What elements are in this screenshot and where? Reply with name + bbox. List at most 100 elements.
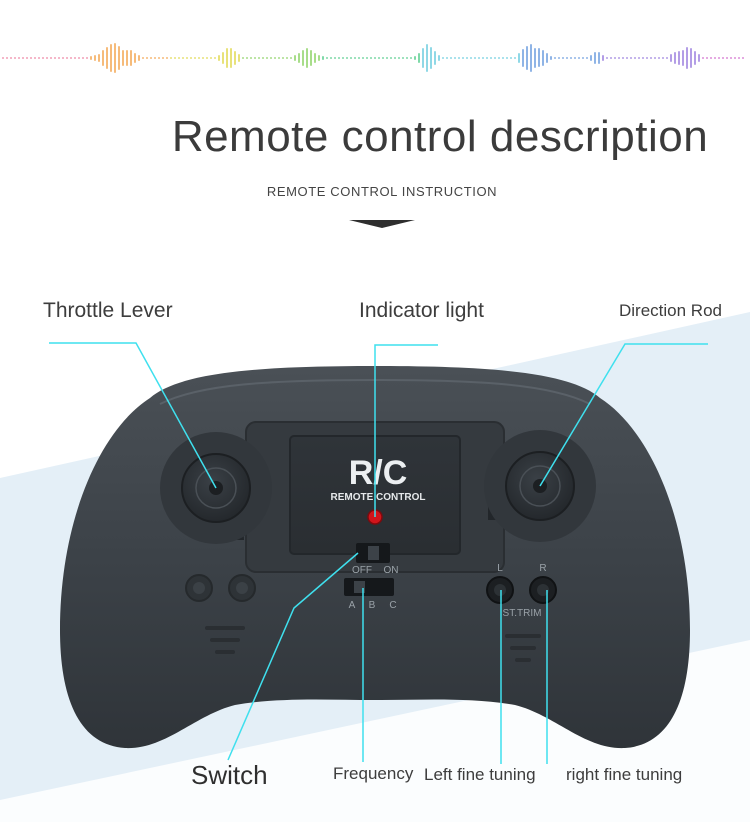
wave-bar xyxy=(474,57,476,59)
wave-bar xyxy=(274,57,276,59)
wave-bar xyxy=(438,55,440,61)
wave-bar xyxy=(310,49,312,67)
wave-bar xyxy=(154,57,156,59)
wave-bar xyxy=(598,52,600,64)
wave-bar xyxy=(134,52,136,64)
wave-bar xyxy=(378,57,380,59)
wave-bar xyxy=(530,44,532,72)
callout-indicator xyxy=(374,344,438,517)
page-title: Remote control description xyxy=(171,112,709,161)
wave-bar xyxy=(630,57,632,59)
left-trim-button-inner xyxy=(494,584,506,596)
wave-bar xyxy=(6,57,8,59)
wave-bar xyxy=(198,57,200,59)
wave-bar xyxy=(146,57,148,59)
wave-bar xyxy=(90,56,92,60)
callout-throttle-label: Throttle Lever xyxy=(43,299,173,322)
wave-bar xyxy=(430,46,432,70)
wave-bar xyxy=(178,57,180,59)
right-grip-line-3 xyxy=(515,658,531,662)
wave-bar xyxy=(302,49,304,67)
wave-bar xyxy=(230,47,232,69)
wave-bar xyxy=(434,51,436,65)
wave-bar xyxy=(186,57,188,59)
wave-bar xyxy=(170,57,172,59)
wave-bar xyxy=(590,54,592,62)
wave-bar xyxy=(722,57,724,59)
wave-bar xyxy=(622,57,624,59)
wave-bar xyxy=(678,50,680,66)
trim-l-label: L xyxy=(497,563,503,574)
wave-bar xyxy=(42,57,44,59)
wave-bar xyxy=(550,56,552,60)
wave-bar xyxy=(2,57,4,59)
wave-bar xyxy=(58,57,60,59)
wave-bar xyxy=(654,57,656,59)
callout-frequency-label: Frequency xyxy=(333,764,414,783)
wave-bar xyxy=(634,57,636,59)
wave-bar xyxy=(586,57,588,59)
wave-bar xyxy=(458,57,460,59)
wave-bar xyxy=(306,47,308,69)
freq-a-label: A xyxy=(349,600,356,611)
freq-c-label: C xyxy=(389,600,396,611)
wave-bar xyxy=(202,57,204,59)
wave-bar xyxy=(150,57,152,59)
frequency-selector[interactable] xyxy=(344,578,394,596)
wave-bar xyxy=(366,57,368,59)
wave-bar xyxy=(486,57,488,59)
wave-bar xyxy=(346,57,348,59)
wave-bar xyxy=(510,57,512,59)
wave-bar xyxy=(250,57,252,59)
wave-bar xyxy=(570,57,572,59)
wave-bar xyxy=(470,57,472,59)
wave-bar xyxy=(194,57,196,59)
wave-bar xyxy=(122,50,124,66)
wave-bar xyxy=(66,57,68,59)
callout-lines xyxy=(49,342,708,764)
wave-bar xyxy=(738,57,740,59)
wave-bar xyxy=(14,57,16,59)
throttle-stick-ring xyxy=(195,467,237,509)
wave-bar xyxy=(610,57,612,59)
wave-bar xyxy=(642,57,644,59)
left-grip-line-3 xyxy=(215,650,235,654)
wave-bar xyxy=(102,50,104,66)
wave-bar xyxy=(398,57,400,59)
wave-bar xyxy=(82,57,84,59)
wave-bar xyxy=(70,57,72,59)
wave-bar xyxy=(730,57,732,59)
wave-bar xyxy=(234,50,236,66)
wave-bar xyxy=(414,56,416,60)
wave-bar xyxy=(162,57,164,59)
wave-bar xyxy=(54,57,56,59)
wave-bar xyxy=(566,57,568,59)
callout-direction-label: Direction Rod xyxy=(619,301,722,320)
wave-bar xyxy=(262,57,264,59)
wave-bar xyxy=(130,50,132,66)
wave-bar xyxy=(714,57,716,59)
face-subtext: REMOTE CONTROL xyxy=(331,492,426,503)
direction-stick-ring xyxy=(519,465,561,507)
wave-bar xyxy=(690,48,692,68)
wave-bar xyxy=(142,57,144,59)
wave-bar xyxy=(686,47,688,69)
wave-bar xyxy=(254,57,256,59)
callout-indicator-label: Indicator light xyxy=(359,299,484,322)
wave-bar xyxy=(210,57,212,59)
wave-bar xyxy=(126,49,128,67)
wave-bar xyxy=(662,57,664,59)
wave-bar xyxy=(182,57,184,59)
wave-bar xyxy=(358,57,360,59)
wave-bar xyxy=(422,48,424,68)
wave-bar xyxy=(606,57,608,59)
wave-bar xyxy=(578,57,580,59)
wave-bar xyxy=(374,57,376,59)
wave-bar xyxy=(462,57,464,59)
wave-bar xyxy=(214,57,216,59)
left-grip-line-2 xyxy=(210,638,240,642)
wave-bar xyxy=(318,54,320,62)
wave-bar xyxy=(506,57,508,59)
wave-bar xyxy=(78,57,80,59)
